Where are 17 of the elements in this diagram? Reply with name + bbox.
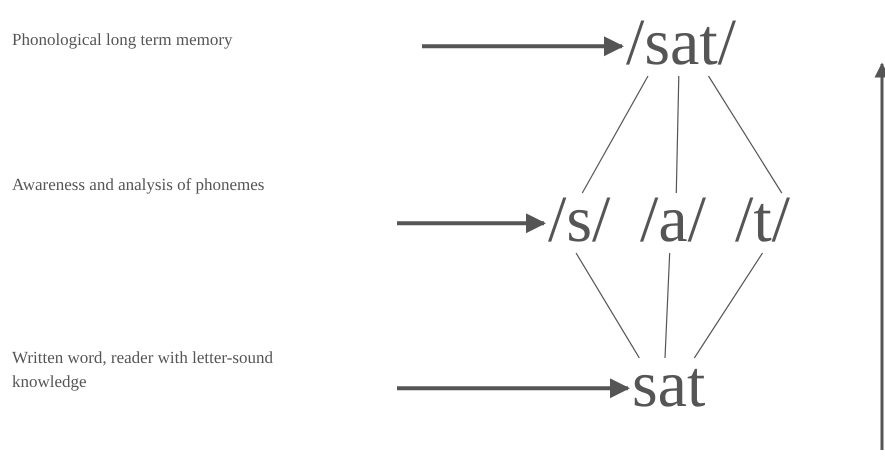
phoneme-text: /s/ bbox=[548, 187, 610, 253]
arrow bbox=[397, 213, 546, 234]
connector-line bbox=[694, 252, 764, 358]
phoneme-text: /a/ bbox=[640, 187, 706, 253]
phoneme-text: /sat/ bbox=[626, 10, 736, 76]
connector-line bbox=[582, 76, 649, 194]
connector-line bbox=[708, 76, 782, 194]
level-label: Written word, reader with letter-sound knowledge bbox=[12, 346, 277, 394]
arrow bbox=[397, 378, 630, 398]
arrow bbox=[422, 36, 624, 56]
connector-line bbox=[664, 252, 670, 358]
phoneme-text: sat bbox=[632, 352, 706, 418]
level-label: Awareness and analysis of phonemes bbox=[12, 173, 277, 197]
connector-line bbox=[676, 76, 680, 194]
level-label: Phonological long term memory bbox=[12, 28, 277, 52]
phoneme-text: /t/ bbox=[735, 187, 790, 253]
connector-line bbox=[576, 252, 640, 358]
